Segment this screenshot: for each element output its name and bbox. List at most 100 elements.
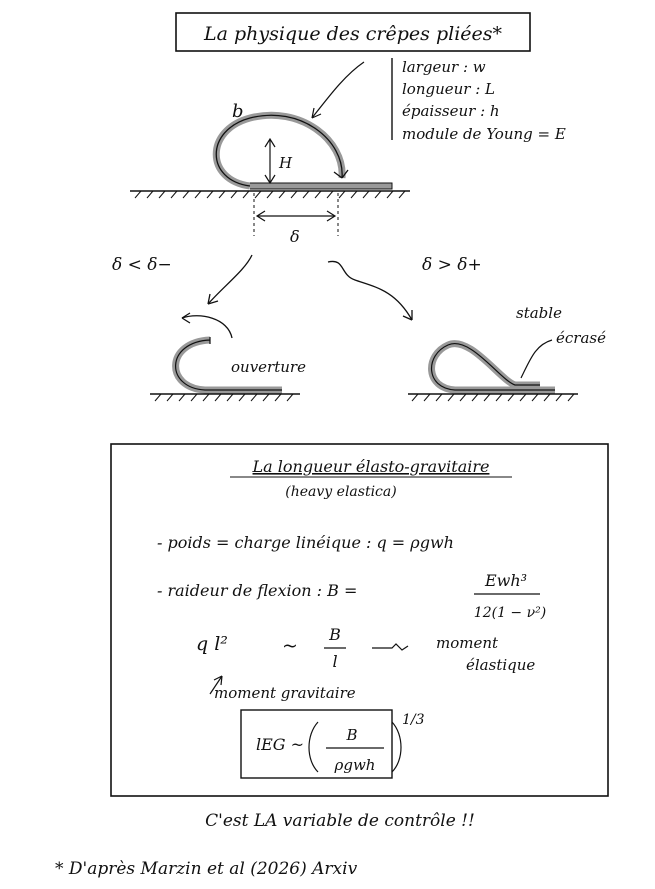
hatch-mark [471, 393, 479, 402]
hatch-mark [278, 190, 286, 199]
hatch-mark [435, 393, 443, 402]
opening-arrow [181, 315, 233, 339]
ground-hatch-left [154, 393, 294, 402]
box-heading: La longueur élasto-gravitaire [252, 457, 490, 476]
branch-arrowhead-left [207, 293, 219, 305]
hatch-mark [158, 190, 166, 199]
case-right-label: δ > δ+ [422, 255, 482, 275]
balance-numerator: B [328, 625, 341, 644]
box-subheading: (heavy elastica) [285, 484, 396, 500]
hatch-mark [350, 190, 358, 199]
hatch-mark [386, 190, 394, 199]
elastic-moment-label: moment [436, 634, 499, 652]
hatch-mark [178, 393, 186, 402]
result-exponent: 1/3 [402, 712, 425, 728]
hatch-mark [238, 393, 246, 402]
hatch-mark [411, 393, 419, 402]
hatch-mark [447, 393, 455, 402]
hatch-mark [274, 393, 282, 402]
pointer-arrow [311, 61, 365, 119]
hatch-mark [555, 393, 563, 402]
crushed-sheet-outline [431, 342, 555, 391]
footnote: * D'après Marzin et al (2026) Arxiv [55, 859, 358, 879]
stiffness-denominator: 12(1 − ν²) [474, 605, 546, 621]
branch-arrow-left [207, 254, 253, 305]
opening-label: ouverture [231, 358, 306, 376]
hatch-mark [507, 393, 515, 402]
result-lhs: lEG ~ [256, 735, 304, 754]
crushed-label: écrasé [556, 329, 606, 347]
opening-arrowhead [181, 312, 191, 324]
stiffness-line: - raideur de flexion : B = [157, 581, 357, 600]
hatch-mark [338, 190, 346, 199]
ground-hatch-main [134, 190, 406, 199]
param-thickness: épaisseur : h [402, 102, 500, 120]
gap-arrowheads [255, 210, 337, 222]
result-numerator: B [345, 726, 357, 744]
result-denominator: ρgwh [334, 756, 376, 774]
result-paren-right [391, 721, 402, 773]
hatch-mark [483, 393, 491, 402]
height-label: H [278, 154, 293, 172]
param-length: longueur : L [402, 80, 495, 98]
case-left-label: δ < δ− [112, 255, 172, 275]
hatch-mark [250, 393, 258, 402]
hatch-mark [567, 393, 575, 402]
crushed-pointer [520, 339, 553, 379]
hatch-mark [242, 190, 250, 199]
sheet-label: b [232, 101, 244, 122]
hatch-mark [326, 190, 334, 199]
hatch-mark [190, 393, 198, 402]
hatch-mark [262, 393, 270, 402]
title: La physique des crêpes pliées* [203, 23, 503, 45]
hatch-mark [286, 393, 294, 402]
hatch-mark [214, 393, 222, 402]
hatch-mark [423, 393, 431, 402]
hatch-mark [302, 190, 310, 199]
title-box [175, 12, 531, 52]
balance-sim: ~ [282, 635, 298, 657]
hatch-mark [202, 393, 210, 402]
hatch-mark [194, 190, 202, 199]
summary-box [110, 443, 609, 797]
branch-arrowhead-right [402, 310, 413, 321]
param-width: largeur : w [402, 58, 486, 76]
branch-arrow-right [327, 260, 413, 321]
hatch-mark [170, 190, 178, 199]
hatch-mark [362, 190, 370, 199]
balance-left: q l² [196, 633, 228, 655]
hatch-mark [154, 393, 162, 402]
stable-label: stable [516, 304, 562, 322]
hatch-mark [374, 190, 382, 199]
open-sheet-outline [175, 337, 282, 391]
hatch-mark [182, 190, 190, 199]
conclusion: C'est LA variable de contrôle !! [205, 811, 475, 831]
height-arrowheads [264, 137, 276, 185]
hatch-mark [230, 190, 238, 199]
fold-arrowhead [333, 169, 349, 179]
flat-sheet-outline [250, 182, 393, 190]
weight-line: - poids = charge linéique : q = ρgwh [157, 533, 454, 552]
hatch-mark [519, 393, 527, 402]
hatch-mark [290, 190, 298, 199]
elastic-moment-label-2: élastique [466, 656, 535, 674]
folded-sheet-outline [215, 114, 343, 187]
hatch-mark [166, 393, 174, 402]
hatch-mark [398, 190, 406, 199]
hatch-mark [531, 393, 539, 402]
gap-label: δ [290, 227, 300, 246]
balance-denominator: l [332, 652, 337, 671]
ground-hatch-right [411, 393, 575, 402]
elastic-pointer [372, 643, 409, 651]
hatch-mark [146, 190, 154, 199]
hatch-mark [459, 393, 467, 402]
hatch-mark [266, 190, 274, 199]
stiffness-numerator: Ewh³ [484, 571, 527, 590]
hatch-mark [134, 190, 142, 199]
folded-sheet-fill [212, 111, 346, 190]
hatch-mark [206, 190, 214, 199]
gravity-pointer [209, 675, 223, 695]
hatch-mark [495, 393, 503, 402]
hatch-mark [218, 190, 226, 199]
